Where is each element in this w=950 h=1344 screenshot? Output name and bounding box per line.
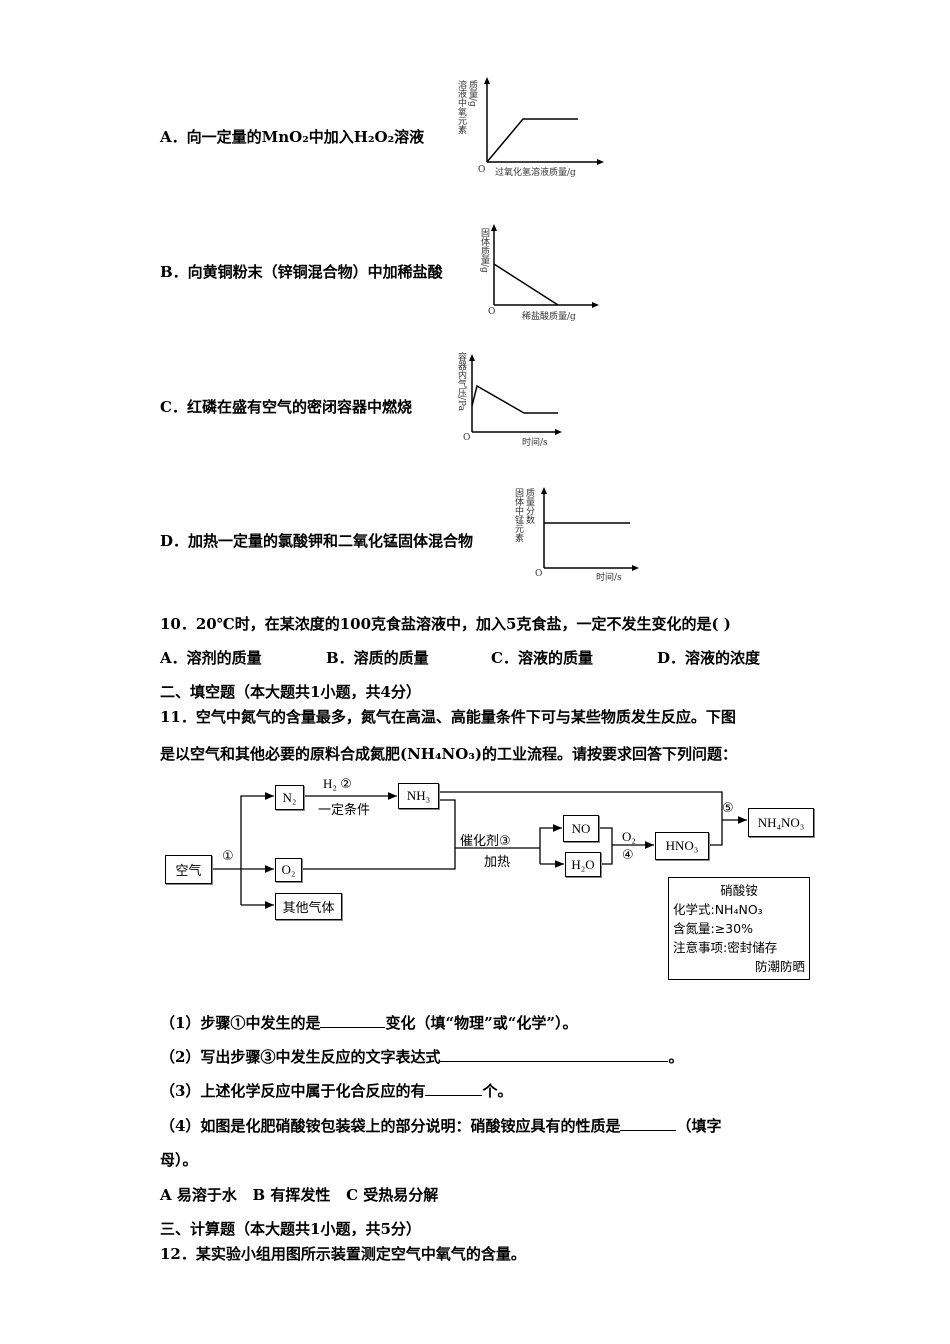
graph-d-origin: O: [535, 569, 543, 579]
q10-option-c: C．溶液的质量: [491, 649, 593, 667]
q11-line2: 是以空气和其他必要的原料合成氮肥(NH₄NO₃)的工业流程。请按要求回答下列问题…: [160, 745, 737, 763]
flow-lines: [210, 791, 747, 909]
o2-label: O₂: [622, 829, 636, 844]
graph-c: 容器内气压/Pa O 时间/s: [450, 348, 570, 448]
sub-question-2: （2）写出步骤③中发生反应的文字表达式 。: [160, 1047, 683, 1066]
sub1-text-end: 变化（填“物理”或“化学”）。: [385, 1014, 578, 1032]
sub-question-4: （4）如图是化肥硝酸铵包装袋上的部分说明：硝酸铵应具有的性质是 （填字: [160, 1116, 721, 1135]
graph-c-xlabel: 时间/s: [522, 438, 548, 448]
label-card-nitrogen: 含氮量:≥30%: [673, 921, 753, 936]
label-card-title: 硝酸铵: [720, 883, 758, 898]
box-no: NO: [563, 815, 599, 842]
sub1-text: （1）步骤①中发生的是: [160, 1014, 321, 1032]
box-n2: N₂: [275, 785, 304, 810]
sub-question-1: （1）步骤①中发生的是 变化（填“物理”或“化学”）。: [160, 1013, 577, 1032]
graph-d-plot: [541, 487, 639, 571]
option-a: A．向一定量的MnO₂中加入H₂O₂溶液: [160, 128, 425, 146]
graph-c-line: [471, 384, 558, 414]
heat-label: 加热: [484, 854, 511, 869]
box-nh3: NH₃: [398, 783, 439, 809]
graph-a-xlabel: 过氧化氢溶液质量/g: [495, 168, 576, 178]
q10-option-d: D．溶液的浓度: [657, 649, 761, 667]
sub2-text-end: 。: [668, 1048, 684, 1066]
graph-d: 固体中锰元素质量分数 O 时间/s: [510, 483, 650, 583]
section-2-heading: 二、填空题（本大题共1小题，共4分）: [160, 683, 421, 701]
graph-a-ylabel: 溶液中氧元素质量/g: [456, 80, 477, 134]
graph-a-line: [486, 118, 578, 163]
q10-option-a: A．溶剂的质量: [160, 649, 262, 667]
q10-option-b: B．溶质的质量: [326, 649, 429, 667]
graph-c-plot: [469, 354, 562, 435]
option-c: C．红磷在盛有空气的密闭容器中燃烧: [160, 398, 412, 416]
graph-b-line: [493, 263, 559, 306]
step-5-label: ⑤: [722, 800, 734, 815]
sub3-text-end: 个。: [482, 1082, 513, 1100]
graph-c-origin: O: [463, 433, 471, 443]
graph-d-ylabel: 固体中锰元素质量分数: [513, 488, 534, 542]
label-card-note: 注意事项:密封储存: [673, 940, 778, 955]
graph-b-xlabel: 稀盐酸质量/g: [522, 312, 576, 322]
step-4-label: ④: [622, 847, 634, 862]
sub-question-3: （3）上述化学反应中属于化合反应的有 个。: [160, 1081, 512, 1100]
section-3-heading: 三、计算题（本大题共1小题，共5分）: [160, 1220, 421, 1238]
q10-stem: 10．20℃时，在某浓度的100克食盐溶液中，加入5克食盐，一定不发生变化的是(…: [160, 615, 731, 633]
step-1-label: ①: [222, 848, 234, 863]
graph-b-ylabel: 固体质量/g: [479, 228, 489, 273]
label-card-formula: 化学式:NH₄NO₃: [673, 902, 763, 917]
box-hno3: HNO₃: [655, 832, 709, 860]
sub2-text: （2）写出步骤③中发生反应的文字表达式: [160, 1048, 441, 1066]
graph-b-plot: [491, 224, 599, 308]
graph-c-ylabel: 容器内气压/Pa: [456, 352, 466, 412]
fertilizer-label-card: 硝酸铵 化学式:NH₄NO₃ 含氮量:≥30% 注意事项:密封储存 防潮防晒: [668, 877, 810, 980]
option-b: B．向黄铜粉末（锌铜混合物）中加稀盐酸: [160, 263, 443, 281]
sub1-blank[interactable]: [320, 1013, 386, 1028]
box-other-gases: 其他气体: [275, 893, 342, 920]
step-3-label: 催化剂③: [460, 833, 511, 848]
condition-label: 一定条件: [318, 802, 371, 817]
sub-question-4-cont: 母）。: [160, 1151, 198, 1169]
sub3-text: （3）上述化学反应中属于化合反应的有: [160, 1082, 426, 1100]
sub3-blank[interactable]: [425, 1081, 483, 1096]
sub-question-4-choices: A 易溶于水 B 有挥发性 C 受热易分解: [160, 1186, 439, 1204]
box-h2o: H₂O: [565, 852, 601, 877]
sub4-blank[interactable]: [620, 1116, 677, 1131]
sub4-text-end: （填字: [676, 1117, 722, 1135]
option-d: D．加热一定量的氯酸钾和二氧化锰固体混合物: [160, 532, 474, 550]
graph-a-plot: [484, 77, 604, 165]
box-o2: O₂: [275, 858, 302, 882]
step-2-label: H₂ ②: [323, 776, 352, 791]
sub2-blank[interactable]: [440, 1047, 669, 1062]
box-nh4no3: NH₄NO₃: [748, 808, 814, 837]
graph-b: 固体质量/g O 稀盐酸质量/g: [470, 220, 610, 325]
graph-a-origin: O: [478, 165, 486, 175]
graph-d-xlabel: 时间/s: [596, 573, 622, 583]
graph-a: 溶液中氧元素质量/g O 过氧化氢溶液质量/g: [440, 75, 620, 180]
q12-stem: 12．某实验小组用图所示装置测定空气中氧气的含量。: [160, 1245, 526, 1263]
box-air: 空气: [165, 855, 212, 884]
label-card-note2: 防潮防晒: [754, 959, 805, 974]
q11-line1: 11．空气中氮气的含量最多，氮气在高温、高能量条件下可与某些物质发生反应。下图: [160, 708, 736, 726]
sub4-text: （4）如图是化肥硝酸铵包装袋上的部分说明：硝酸铵应具有的性质是: [160, 1117, 621, 1135]
graph-b-origin: O: [488, 307, 496, 317]
